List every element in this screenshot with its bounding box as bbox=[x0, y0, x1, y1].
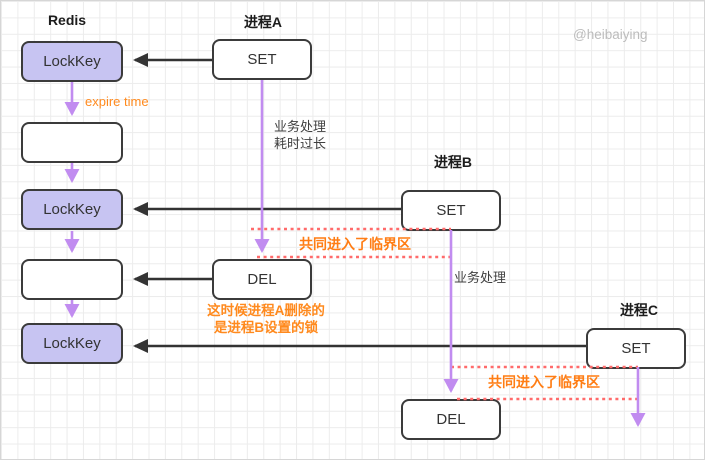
process-b-lane-title: 进程B bbox=[433, 154, 473, 170]
redis-lane-title: Redis bbox=[47, 12, 87, 28]
process-a-set-box: SET bbox=[212, 39, 312, 80]
process-c-set-box: SET bbox=[586, 328, 686, 369]
critical-section-label-2: 共同进入了临界区 bbox=[488, 374, 600, 390]
process-a-work-line1: 业务处理 bbox=[274, 119, 327, 134]
process-a-lane-title: 进程A bbox=[243, 14, 283, 30]
process-a-work-label: 业务处理 耗时过长 bbox=[274, 118, 326, 152]
wrong-delete-note-line2: 是进程B设置的锁 bbox=[213, 319, 319, 335]
redis-expired-box-1 bbox=[21, 122, 123, 163]
redis-expired-box-2 bbox=[21, 259, 123, 300]
process-c-lane-title: 进程C bbox=[619, 302, 659, 318]
process-b-work-label: 业务处理 bbox=[454, 270, 507, 285]
redis-lockkey-box-2: LockKey bbox=[21, 189, 123, 230]
process-a-del-box: DEL bbox=[212, 259, 312, 300]
process-b-del-box: DEL bbox=[401, 399, 501, 440]
process-b-set-box: SET bbox=[401, 190, 501, 231]
critical-section-label-1: 共同进入了临界区 bbox=[299, 236, 411, 252]
expire-time-label: expire time bbox=[85, 94, 149, 109]
redis-lockkey-box-1: LockKey bbox=[21, 41, 123, 82]
process-a-work-line2: 耗时过长 bbox=[274, 136, 327, 151]
wrong-delete-note-line1: 这时候进程A删除的 bbox=[207, 303, 325, 318]
wrong-delete-note: 这时候进程A删除的 是进程B设置的锁 bbox=[166, 303, 366, 336]
watermark: @heibaiying bbox=[573, 27, 648, 42]
redis-lockkey-box-3: LockKey bbox=[21, 323, 123, 364]
